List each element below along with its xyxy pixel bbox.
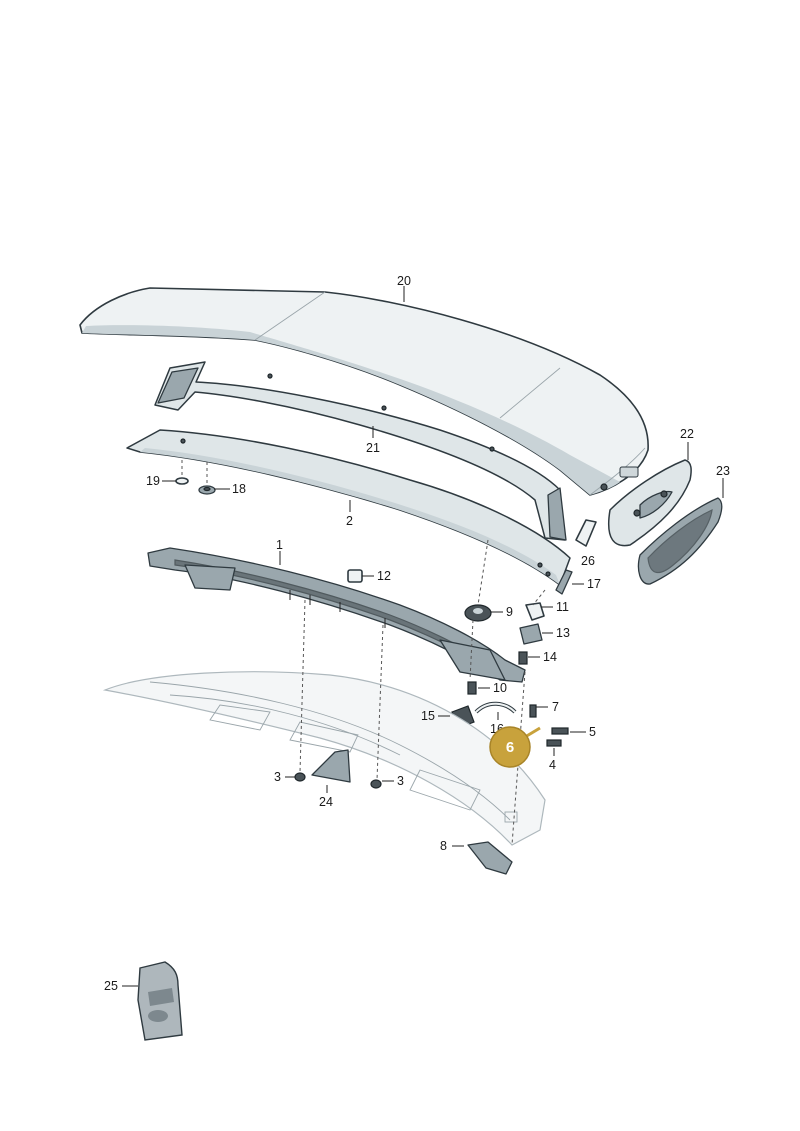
nut-3a-part xyxy=(294,772,306,782)
end-plate-23-part xyxy=(637,497,723,585)
callout-12: 12 xyxy=(377,569,391,583)
callout-11: 11 xyxy=(556,600,569,614)
small-insert-26-part xyxy=(575,519,597,547)
seal-17-part xyxy=(555,569,573,595)
callout-5: 5 xyxy=(589,725,596,739)
washer-18-part xyxy=(198,485,216,495)
bolt-14-part xyxy=(518,651,528,665)
bracket-24-part xyxy=(311,749,351,783)
cable-16-part xyxy=(474,701,517,714)
callout-19: 19 xyxy=(146,474,160,488)
label-25-part xyxy=(137,961,183,1041)
end-plate-22-part xyxy=(608,459,692,547)
support-rail-part xyxy=(147,547,526,683)
bolt-10-part xyxy=(467,681,477,695)
callout-7: 7 xyxy=(552,700,559,714)
callout-25: 25 xyxy=(104,979,118,993)
callout-labels: 20 21 22 23 19 18 2 26 1 12 17 9 11 13 1… xyxy=(104,274,730,993)
callout-3-right: 3 xyxy=(397,774,404,788)
callout-1: 1 xyxy=(276,538,283,552)
callout-10: 10 xyxy=(493,681,507,695)
callout-17: 17 xyxy=(587,577,601,591)
bushing-9-part xyxy=(464,604,492,622)
callout-3-left: 3 xyxy=(274,770,281,784)
callout-2: 2 xyxy=(346,514,353,528)
cap-11-part xyxy=(525,602,545,621)
highlight-badge-6[interactable]: 6 xyxy=(489,726,541,768)
clip-12-part xyxy=(347,569,363,583)
callout-26: 26 xyxy=(581,554,595,568)
spoiler-wing-part xyxy=(79,287,649,496)
callout-22: 22 xyxy=(680,427,694,441)
leader-lines xyxy=(122,286,724,987)
upper-frame-part xyxy=(154,361,567,541)
callout-18: 18 xyxy=(232,482,246,496)
callout-8: 8 xyxy=(440,839,447,853)
grommet-19-part xyxy=(175,477,189,485)
callout-4: 4 xyxy=(549,758,556,772)
callout-14: 14 xyxy=(543,650,557,664)
callout-9: 9 xyxy=(506,605,513,619)
screw-7-part xyxy=(529,704,537,718)
callout-21: 21 xyxy=(366,441,380,455)
callout-23: 23 xyxy=(716,464,730,478)
tailgate-panel xyxy=(102,671,546,846)
nut-3b-part xyxy=(370,779,382,789)
screw-4-part xyxy=(546,739,562,747)
callout-13: 13 xyxy=(556,626,570,640)
bolt-5-part xyxy=(551,727,569,735)
callout-24: 24 xyxy=(319,795,333,809)
highlight-badge-6-label: 6 xyxy=(506,739,514,756)
callout-15: 15 xyxy=(421,709,435,723)
bracket-13-part xyxy=(519,623,543,645)
callout-20: 20 xyxy=(397,274,411,288)
bracket-8-part xyxy=(467,841,513,875)
